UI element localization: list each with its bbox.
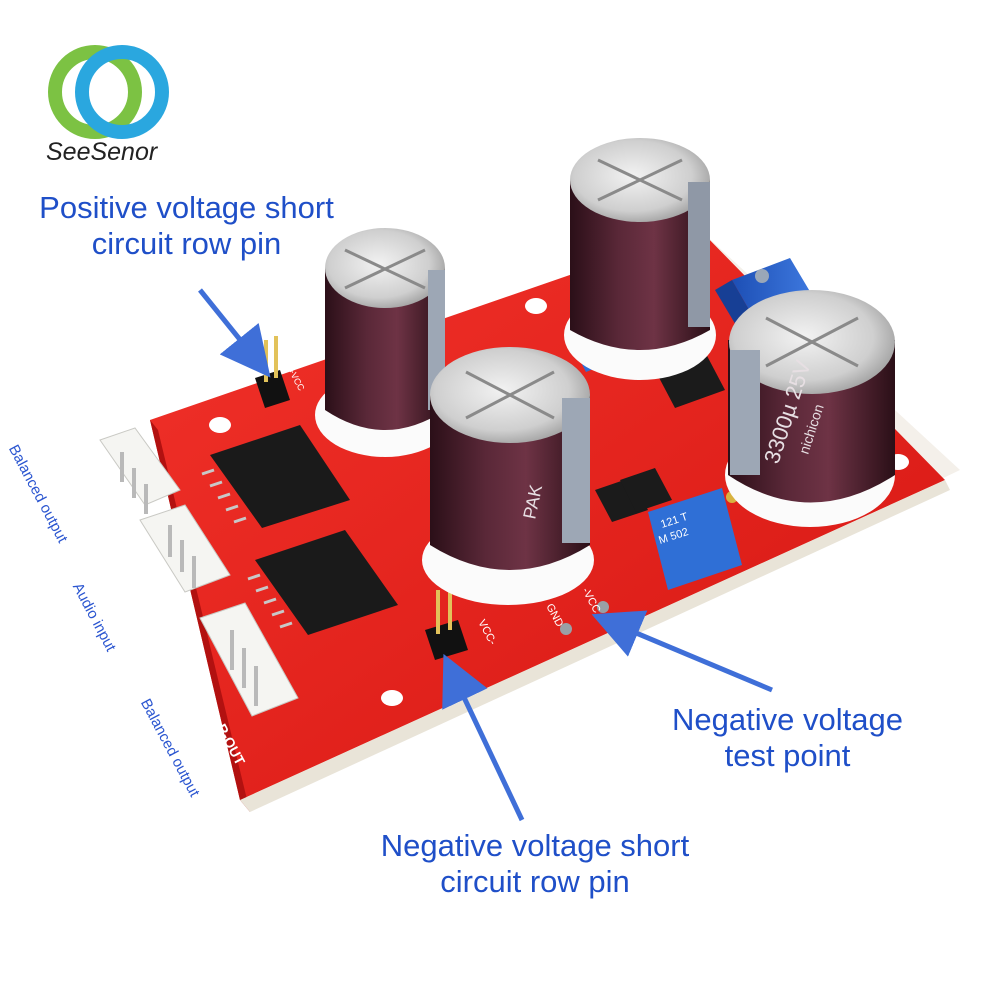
connector-l-out — [99, 427, 181, 514]
arrow-negative-test-point — [591, 610, 773, 693]
capacitor-back-right — [564, 138, 716, 380]
connector-in — [139, 504, 231, 593]
ic-chips — [201, 425, 398, 635]
callout-positive-short-pin: Positive voltage short circuit row pin — [14, 190, 359, 262]
callout-negative-short-pin: Negative voltage short circuit row pin — [350, 828, 720, 900]
callout-positive-line-2: circuit row pin — [91, 226, 282, 261]
capacitor-back-left — [315, 228, 455, 457]
negative-short-pin-header — [425, 586, 468, 660]
callout-test-point-line-1: Negative voltage — [672, 702, 903, 737]
connector-r-out — [199, 602, 299, 717]
jst-connectors — [99, 427, 299, 717]
brand-name: SeeSenor — [46, 138, 158, 166]
silk-in: IN — [114, 536, 146, 567]
arrow-negative-short-pin — [442, 653, 525, 822]
test-points — [560, 601, 609, 635]
callout-positive-line-1: Positive voltage short — [39, 190, 334, 225]
callout-arrows — [198, 288, 773, 822]
arrow-positive-short-pin — [198, 288, 271, 378]
callout-negative-test-point: Negative voltage test point — [650, 702, 925, 774]
capacitor-front-right: 3300µ 25V nichicon — [725, 290, 895, 527]
trimmer-potentiometer: 121 T M 502 — [648, 488, 742, 590]
callout-test-point-line-2: test point — [724, 738, 851, 773]
silk-in-pins: L GND R — [137, 574, 168, 619]
seesenor-logo — [48, 45, 169, 139]
capacitor-front-center: PAK — [422, 347, 594, 605]
callout-negative-line-1: Negative voltage short — [380, 828, 690, 863]
callout-negative-line-2: circuit row pin — [440, 864, 630, 899]
